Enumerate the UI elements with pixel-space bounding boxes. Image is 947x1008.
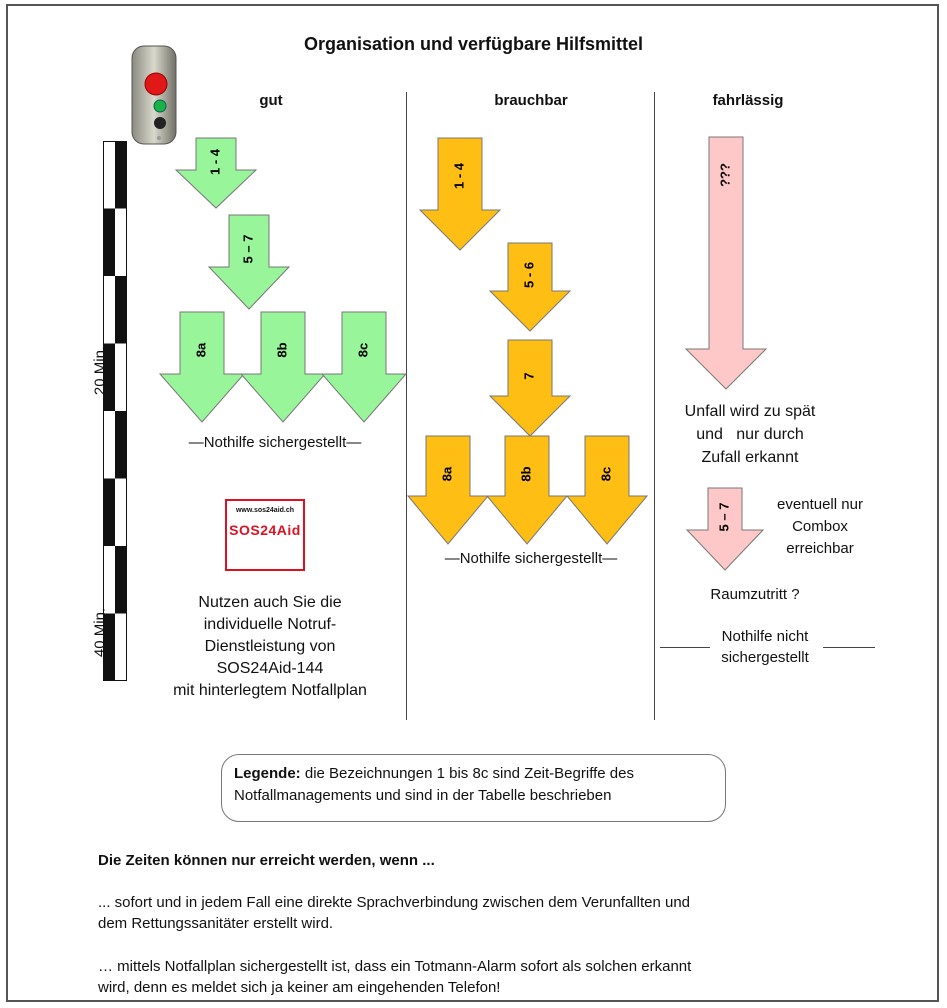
column-header-brauchbar: brauchbar [494,92,568,109]
arrow-layer: 1 - 4 5 – 7 8a 8b 8c 1 - 4 5 - 6 7 8a 8b 8c??? 5 – … [158,136,768,571]
arrow-brauchbar-7-shape [488,339,572,437]
arrow-brauchbar-1-4: 1 - 4 [418,137,502,251]
arrow-gut-5-7: 5 – 7 [207,214,291,310]
nothilfe-nicht-line: Nothilfe nicht [721,628,809,645]
page-frame [6,4,939,1002]
arrow-gut-8b-label: 8b [274,342,289,357]
combox-line: eventuell nur [777,496,863,513]
ruler-segment [103,208,115,276]
ruler-segment [115,411,127,479]
fahrlaessig-combox-text: eventuell nur Combox erreichbar [760,494,880,560]
ruler-segment [103,478,115,546]
arrow-brauchbar-8a: 8a [406,435,490,545]
ruler-segment [115,546,127,614]
unfall-line: Zufall erkannt [701,449,799,466]
arrow-gut-1-4-shape [174,137,258,209]
legend-line-2: Notfallmanagements und sind in der Tabel… [234,787,612,804]
arrow-gut-1-4: 1 - 4 [174,137,258,209]
arrow-gut-8c-label: 8c [355,343,370,357]
gut-info-line: SOS24Aid-144 [216,660,324,677]
fahrlaessig-unfall-text: Unfall wird zu spät und nur durch Zufall… [660,400,840,469]
sos24aid-logo-url: www.sos24aid.ch [235,507,295,514]
sos24aid-logo: www.sos24aid.ch SOS24Aid [225,499,305,571]
arrow-brauchbar-5-6-shape [488,242,572,332]
arrow-brauchbar-8b-shape [485,435,569,545]
arrow-brauchbar-5-6-label: 5 - 6 [521,262,536,288]
arrow-fahrlaessig-5-7: 5 – 7 [685,487,765,571]
arrow-brauchbar-7-label: 7 [521,372,536,379]
gut-info-text: Nutzen auch Sie die individuelle Notruf-… [150,592,390,702]
ruler-segment [115,276,127,344]
unfall-line: Unfall wird zu spät [684,403,816,420]
arrow-gut-5-7-label: 5 – 7 [240,235,255,264]
arrow-fahrlaessig-big: ??? [684,136,768,390]
arrow-fahrlaessig-big-shape [684,136,768,390]
arrow-gut-8b-shape [239,311,327,423]
arrow-brauchbar-8c: 8c [565,435,649,545]
arrow-gut-1-4-label: 1 - 4 [207,148,222,175]
column-header-fahrlaessig: fahrlässig [712,92,784,109]
legend-bold: Legende: [234,765,301,782]
arrow-gut-5-7-shape [207,214,291,310]
condition-paragraph-1: ... sofort und in jedem Fall eine direkt… [98,892,878,934]
ruler-segment [103,613,115,681]
arrow-brauchbar-5-6: 5 - 6 [488,242,572,332]
column-divider-1 [406,92,407,720]
gut-nothilfe-label: —Nothilfe sichergestellt— [188,434,362,451]
sos24aid-logo-text: SOS24Aid [229,522,301,538]
arrow-gut-8c: 8c [320,311,408,423]
arrow-gut-8a: 8a [158,311,246,423]
time-ruler [103,141,127,681]
arrow-fahrlaessig-big-label: ??? [717,163,732,187]
gut-info-line: Dienstleistung von [204,638,336,655]
combox-line: erreichbar [786,540,854,557]
unfall-line: und nur durch [696,426,804,443]
raumzutritt-label: Raumzutritt ? [710,586,800,603]
arrow-gut-8a-label: 8a [193,342,208,357]
ruler-segment [103,343,115,411]
legend-box: Legende: die Bezeichnungen 1 bis 8c sind… [221,754,726,822]
arrow-brauchbar-8a-shape [406,435,490,545]
column-header-gut: gut [259,92,283,109]
brauchbar-nothilfe-label: —Nothilfe sichergestellt— [444,550,618,567]
arrow-brauchbar-8c-label: 8c [598,467,613,481]
arrow-brauchbar-1-4-shape [418,137,502,251]
arrow-brauchbar-8b-label: 8b [518,466,533,481]
arrow-fahrlaessig-5-7-shape [685,487,765,571]
column-divider-2 [654,92,655,720]
arrow-brauchbar-8b: 8b [485,435,569,545]
page-title: Organisation und verfügbare Hilfsmittel [303,34,644,54]
arrow-fahrlaessig-5-7-label: 5 – 7 [716,503,731,532]
legend-line-1: die Bezeichnungen 1 bis 8c sind Zeit-Beg… [300,765,634,782]
nothilfe-nicht-line-right [823,647,875,648]
paragraph-line: … mittels Notfallplan sichergestellt ist… [98,958,692,975]
combox-line: Combox [792,518,848,535]
arrow-brauchbar-8a-label: 8a [439,466,454,481]
gut-info-line: Nutzen auch Sie die [198,594,342,611]
gut-info-line: mit hinterlegtem Notfallplan [173,682,367,699]
emergency-button-device-icon [131,45,177,145]
nothilfe-nicht-line-left [660,647,710,648]
conditions-heading: Die Zeiten können nur erreicht werden, w… [98,852,435,869]
nothilfe-nicht-line: sichergestellt [721,649,809,666]
paragraph-line: wird, denn es meldet sich ja keiner am e… [98,979,501,996]
nothilfe-nicht-text: Nothilfe nicht sichergestellt [705,626,825,668]
arrow-brauchbar-1-4-label: 1 - 4 [451,162,466,189]
arrow-gut-8b: 8b [239,311,327,423]
paragraph-line: dem Rettungssanitäter erstellt wird. [98,915,334,932]
ruler-segment [115,141,127,209]
arrow-brauchbar-7: 7 [488,339,572,437]
arrow-gut-8a-shape [158,311,246,423]
paragraph-line: ... sofort und in jedem Fall eine direkt… [98,894,691,911]
arrow-gut-8c-shape [320,311,408,423]
arrow-brauchbar-8c-shape [565,435,649,545]
condition-paragraph-2: … mittels Notfallplan sichergestellt ist… [98,956,878,998]
gut-info-line: individuelle Notruf- [203,616,337,633]
